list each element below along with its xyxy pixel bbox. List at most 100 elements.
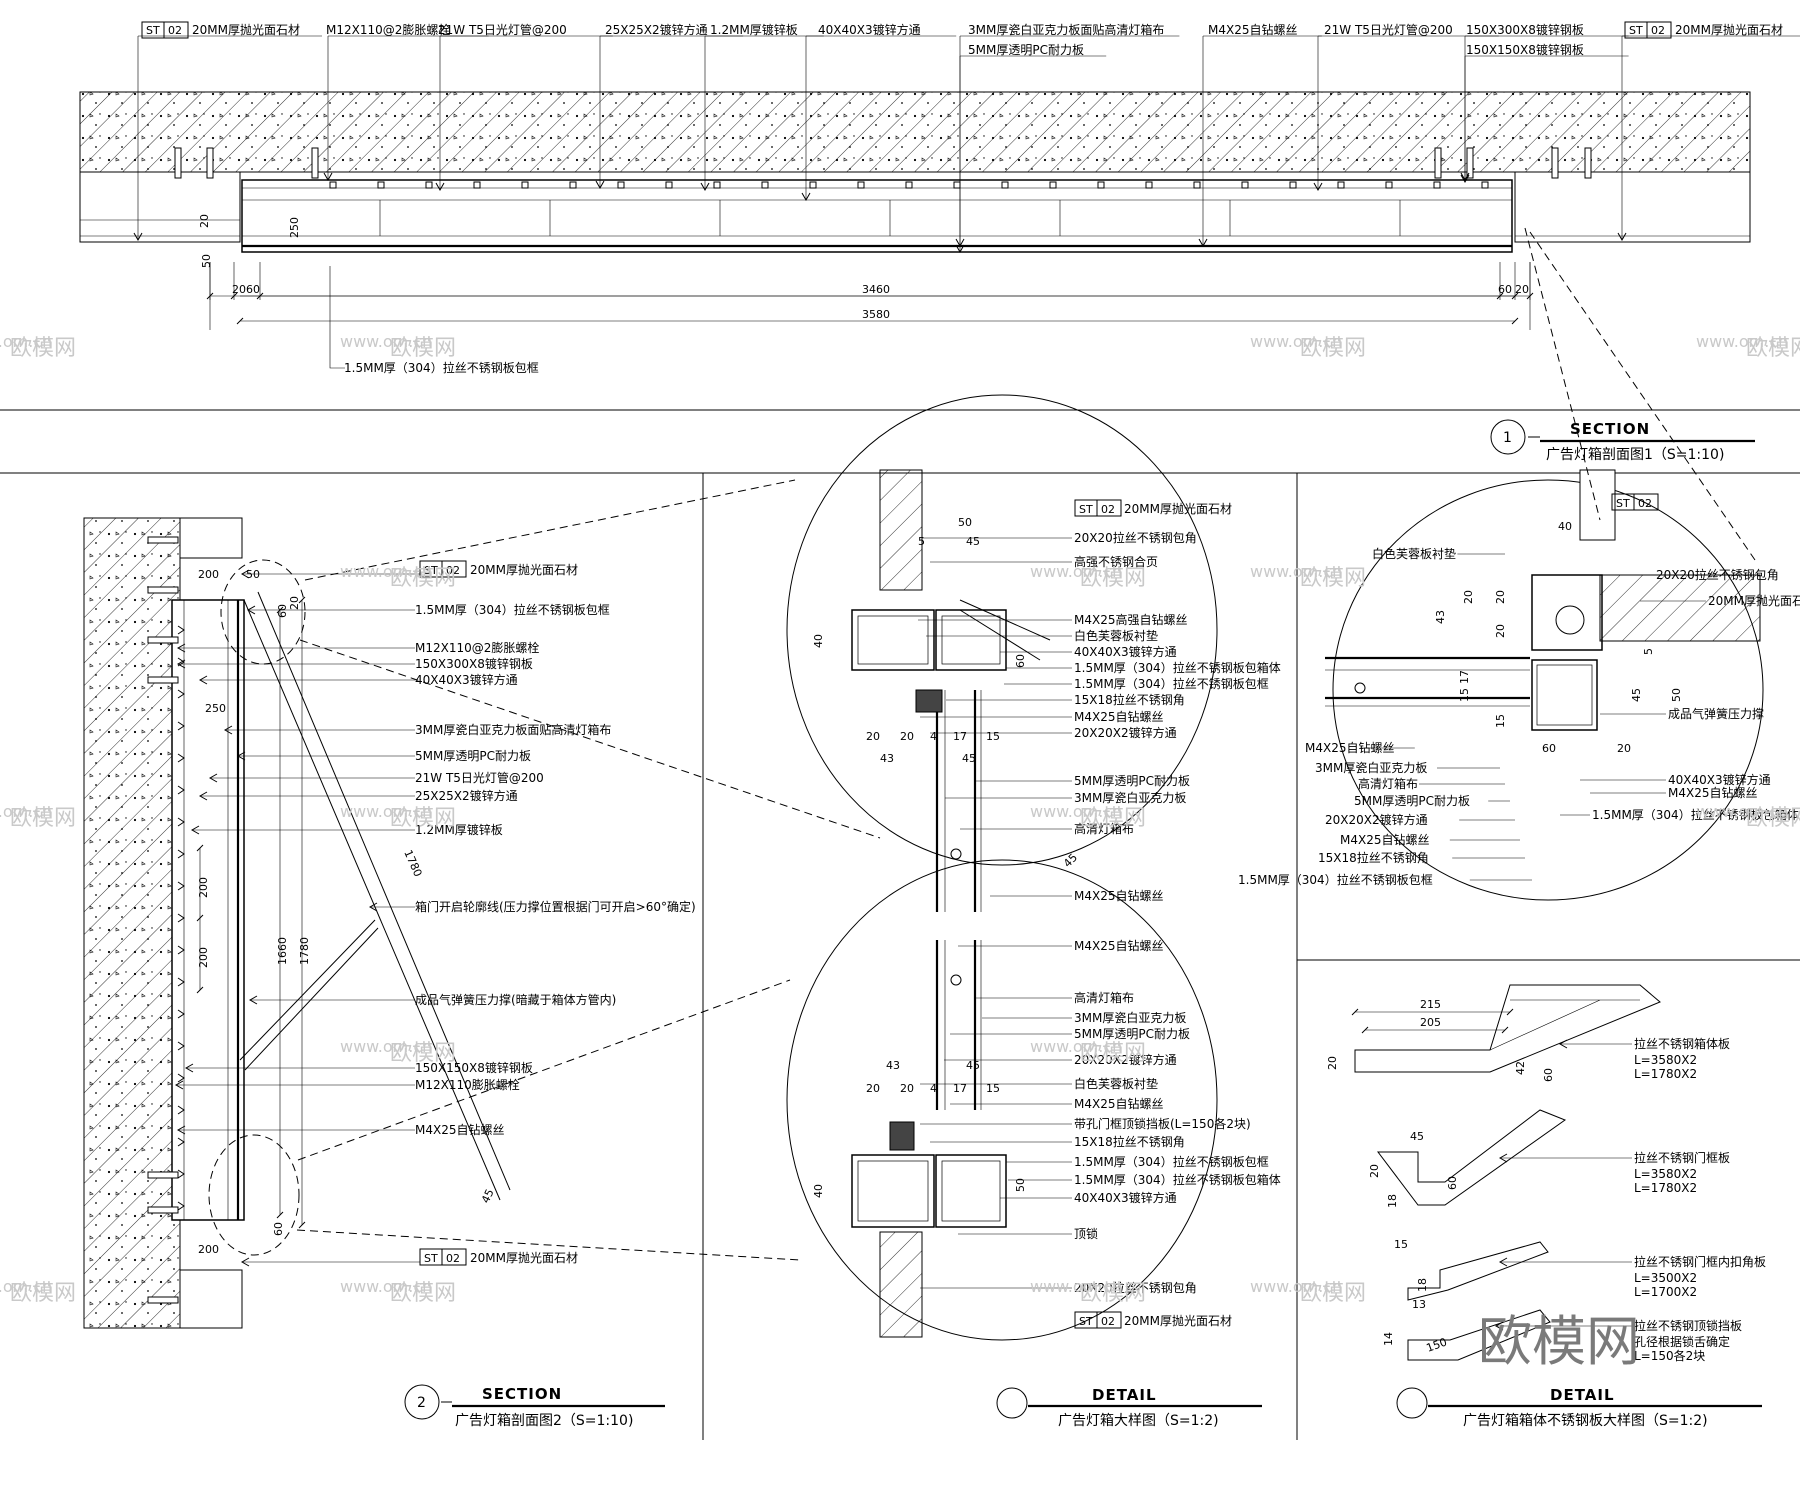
s1-tube-node bbox=[809, 181, 817, 189]
watermark-text: 欧模网 bbox=[1746, 336, 1800, 361]
d3-label-2-l2: L=1700X2 bbox=[1634, 1285, 1697, 1299]
d2-left-label-0: 白色芙蓉板衬垫 bbox=[1372, 546, 1456, 561]
s1-tube-node bbox=[713, 181, 721, 189]
s2-tube-node bbox=[177, 977, 185, 987]
d3-dim-3: 42 bbox=[1514, 1061, 1527, 1075]
s2-label-5: 3MM厚瓷白亚克力板面贴高清灯箱布 bbox=[415, 722, 611, 737]
s1-tube-node bbox=[665, 181, 673, 189]
d2-left-label-2: 3MM厚瓷白亚克力板 bbox=[1315, 760, 1427, 775]
s2-tube-node bbox=[177, 1105, 185, 1115]
d1-dim-top-4: 60 bbox=[1014, 654, 1027, 668]
d3-label-3-l1: 孔径根据锁舌确定 bbox=[1634, 1334, 1730, 1349]
s2-label-11: 成品气弹簧压力撑(暗藏于箱体方管内) bbox=[415, 992, 616, 1007]
d1-detail-word: DETAIL bbox=[1092, 1386, 1157, 1404]
d1-bottom-label-12: 顶锁 bbox=[1074, 1226, 1098, 1241]
d3-dim-11: 13 bbox=[1412, 1298, 1426, 1311]
d3-label-1: 拉丝不锈钢门框板 bbox=[1634, 1150, 1730, 1165]
s2-label-4: 40X40X3镀锌方通 bbox=[415, 672, 518, 687]
watermark-url: www.om.cn bbox=[1030, 1277, 1122, 1296]
d3-label-1-l2: L=1780X2 bbox=[1634, 1181, 1697, 1195]
s1-label-12: 20MM厚抛光面石材 bbox=[1675, 22, 1783, 37]
d2-dim-3: 20 bbox=[1494, 590, 1507, 604]
stone-left bbox=[79, 171, 241, 243]
d2-dim-5: 5 bbox=[1642, 648, 1655, 655]
s2-caption: 广告灯箱剖面图2（S=1:10) bbox=[455, 1413, 633, 1429]
d3-label-0-l1: L=3580X2 bbox=[1634, 1053, 1697, 1067]
s2-tag-b: 02 bbox=[446, 564, 460, 577]
s2-number: 2 bbox=[417, 1395, 426, 1411]
d1-stone-label-top: 20MM厚抛光面石材 bbox=[1124, 501, 1232, 516]
detail-1-bottom-geometry bbox=[851, 940, 1007, 1338]
s1-label-5: 40X40X3镀锌方通 bbox=[818, 22, 921, 37]
s2-tube-node bbox=[177, 625, 185, 635]
s1-anchor-bolt bbox=[174, 147, 182, 179]
s1-dim-3: 3580 bbox=[862, 308, 890, 321]
d1-dim-top-6: 20 bbox=[900, 730, 914, 743]
s2-anchor-bolt bbox=[147, 636, 179, 644]
s2-anchor-bolt bbox=[147, 1296, 179, 1304]
watermark-url: www.om.cn bbox=[0, 332, 52, 351]
watermark-url: www.om.cn bbox=[1250, 562, 1342, 581]
d3-label-3: 拉丝不锈钢顶锁挡板 bbox=[1634, 1318, 1742, 1333]
s1-tube-node bbox=[857, 181, 865, 189]
d1-dim-bot-5: 17 bbox=[953, 1082, 967, 1095]
s2-tube-node bbox=[177, 1137, 185, 1147]
d1-bottom-label-3: 5MM厚透明PC耐力板 bbox=[1074, 1027, 1190, 1041]
s2-label-8: 25X25X2镀锌方通 bbox=[415, 788, 518, 803]
s1-anchor-bolt bbox=[1584, 147, 1592, 179]
watermark-url: www.om.cn bbox=[1250, 332, 1342, 351]
s2-tag-b: 02 bbox=[446, 1252, 460, 1265]
d1-top-label-4: 白色芙蓉板衬垫 bbox=[1074, 628, 1158, 643]
d1-top-label-5: 40X40X3镀锌方通 bbox=[1074, 644, 1177, 659]
d2-dim-0: 40 bbox=[1558, 520, 1572, 533]
d2-dim-8: 17 bbox=[1458, 670, 1471, 684]
d1-bottom-label-9: 1.5MM厚（304）拉丝不锈钢板包框 bbox=[1074, 1154, 1269, 1169]
watermark-url: www.om.cn bbox=[1696, 332, 1788, 351]
d3-dim-5: 45 bbox=[1410, 1130, 1424, 1143]
s1-tube-node bbox=[1337, 181, 1345, 189]
d3-caption: 广告灯箱箱体不锈钢板大样图（S=1:2) bbox=[1463, 1413, 1708, 1429]
s1-label-10: 150X300X8镀锌钢板 bbox=[1466, 23, 1584, 37]
d1-top-label-3: M4X25高强自钻螺丝 bbox=[1074, 612, 1187, 627]
d1-bottom-label-5: 白色芙蓉板衬垫 bbox=[1074, 1076, 1158, 1091]
d3-label-2: 拉丝不锈钢门框内扣角板 bbox=[1634, 1254, 1766, 1269]
s2-label-10: 箱门开启轮廓线(压力撑位置根据门可开启>60°确定) bbox=[415, 899, 696, 914]
d1-dim-bot-6: 15 bbox=[986, 1082, 1000, 1095]
d3-detail-word: DETAIL bbox=[1550, 1386, 1615, 1404]
d1-dim-top-8: 17 bbox=[953, 730, 967, 743]
d3-dim-1: 205 bbox=[1420, 1016, 1441, 1029]
s1-dim-8: 20 bbox=[198, 214, 211, 228]
s1-anchor-bolt bbox=[311, 147, 319, 179]
d3-dim-4: 60 bbox=[1542, 1068, 1555, 1082]
d1-tag-a-b: ST bbox=[1079, 1315, 1093, 1328]
s1-tube-node bbox=[1385, 181, 1393, 189]
watermark-url: www.om.cn bbox=[340, 1277, 432, 1296]
s2-tube-node bbox=[177, 945, 185, 955]
d1-top-label-7: 1.5MM厚（304）拉丝不锈钢板包框 bbox=[1074, 676, 1269, 691]
watermark-text: 欧模网 bbox=[1300, 1281, 1366, 1306]
s1-tube-node bbox=[1097, 181, 1105, 189]
s1-anchor-bolt bbox=[1551, 147, 1559, 179]
s1-dim-5: 20 bbox=[1515, 283, 1529, 296]
watermark-text: 欧模网 bbox=[390, 1041, 456, 1066]
watermark-text: 欧模网 bbox=[1080, 806, 1146, 831]
s2-anchor-bolt bbox=[147, 536, 179, 544]
s1-bottom-label: 1.5MM厚（304）拉丝不锈钢板包框 bbox=[344, 360, 539, 375]
d1-dim-bot-2: 20 bbox=[866, 1082, 880, 1095]
d1-bottom-label-4: 20X20X2镀锌方通 bbox=[1074, 1052, 1177, 1067]
s1-tube-node bbox=[425, 181, 433, 189]
s1-number: 1 bbox=[1503, 430, 1512, 446]
watermark-url: www.om.cn bbox=[1030, 1037, 1122, 1056]
d2-left-label-6: M4X25自钻螺丝 bbox=[1340, 832, 1429, 847]
s2-dim-8: 1780 bbox=[298, 937, 311, 965]
d2-right-label-4: M4X25自钻螺丝 bbox=[1668, 785, 1757, 800]
watermark-text: 欧模网 bbox=[390, 806, 456, 831]
s2-label-14: M4X25自钻螺丝 bbox=[415, 1122, 504, 1137]
s2-tube-node bbox=[177, 913, 185, 923]
d2-dim-7: 50 bbox=[1670, 688, 1683, 702]
s1-label-2: 21W T5日光灯管@200 bbox=[438, 22, 567, 37]
detail-1-bottom-circle bbox=[786, 859, 1218, 1341]
s1-label-4: 1.2MM厚镀锌板 bbox=[710, 23, 798, 37]
s1-anchor-bolt bbox=[1434, 147, 1442, 179]
s2-tube-node bbox=[177, 849, 185, 859]
